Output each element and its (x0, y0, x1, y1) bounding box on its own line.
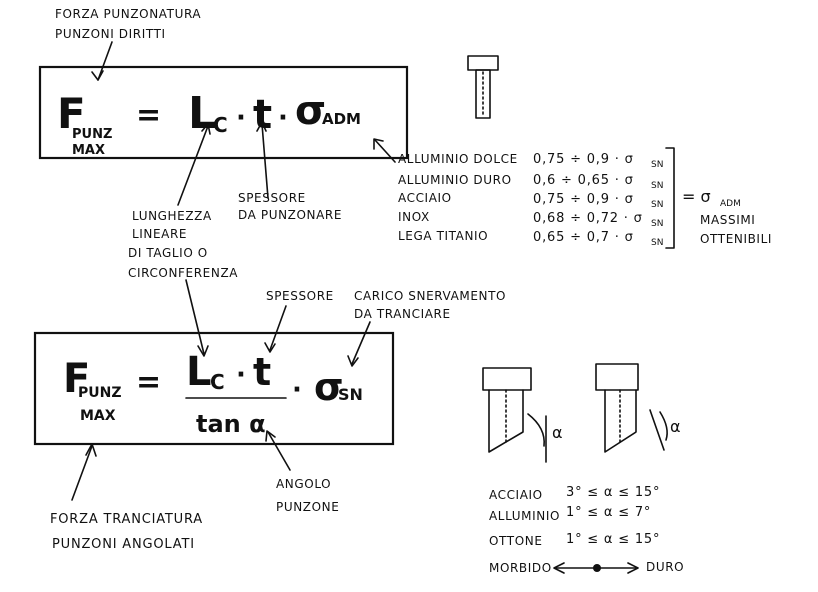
label-length-line2: LINEARE (132, 227, 187, 241)
angled-punch-sketch-2: α (595, 363, 681, 453)
equals-top: = (136, 98, 161, 133)
length-symbol-bottom: L (186, 349, 212, 395)
caption-shearing-line2: PUNZONI ANGOLATI (52, 537, 195, 552)
thickness-symbol-top: t (253, 92, 272, 138)
materials-bracket (665, 147, 675, 249)
hardness-scale: MORBIDO DURO (489, 560, 684, 575)
force-sub-punz-top: PUNZ (72, 127, 112, 142)
label-angle-line1: ANGOLO (276, 477, 331, 491)
material-value: 0,65 ÷ 0,7 · σ (533, 230, 634, 245)
arrow-yield (351, 321, 371, 365)
caption-shearing-line1: FORZA TRANCIATURA (50, 512, 203, 527)
angle-material: ACCIAIO (489, 488, 543, 502)
dot-numerator: · (236, 360, 246, 390)
material-value: 0,6 ÷ 0,65 · σ (533, 173, 634, 188)
arrowhead-yield (347, 355, 359, 367)
angle-range: 1° ≤ α ≤ 7° (566, 505, 651, 520)
arrowhead-thickness-top (256, 121, 267, 132)
arrowhead-caption-top (91, 70, 104, 81)
formula-box-punching (38, 65, 409, 160)
arrowhead-sigma-adm (373, 138, 384, 150)
arrow-length-top (177, 125, 209, 206)
scale-dot (593, 564, 601, 572)
material-value-sub: SN (651, 238, 663, 248)
arrowhead-length-bottom (197, 345, 209, 357)
result-equals-sigma: = σ (682, 187, 711, 206)
dot2-top: · (278, 103, 288, 133)
material-name: ACCIAIO (398, 191, 452, 205)
force-symbol-bottom: F (63, 356, 90, 402)
label-yield-line2: DA TRANCIARE (354, 307, 451, 321)
scale-arrowhead-left (553, 562, 565, 574)
alpha-symbol-2: α (670, 417, 681, 436)
material-value-sub: SN (651, 181, 663, 191)
angle-range: 1° ≤ α ≤ 15° (566, 532, 660, 547)
length-sub-bottom: C (210, 370, 225, 394)
material-value-sub: SN (651, 160, 663, 170)
label-thickness-bottom: SPESSORE (266, 289, 334, 303)
dot-times-sigma: · (292, 375, 302, 405)
label-angle-line2: PUNZONE (276, 500, 339, 514)
material-value: 0,68 ÷ 0,72 · σ (533, 211, 643, 226)
sigma-symbol-bottom: σ (314, 365, 344, 409)
formula-box-shearing (33, 331, 395, 446)
result-note-line2: OTTENIBILI (700, 232, 772, 246)
label-thickness-top-line1: SPESSORE (238, 191, 306, 205)
material-name: ALLUMINIO DURO (398, 173, 512, 187)
arrow-sigma-adm (374, 139, 396, 163)
arrow-angle (267, 431, 291, 471)
scale-label-soft: MORBIDO (489, 561, 552, 575)
arrowhead-caption-bottom (85, 443, 97, 457)
equals-bottom: = (136, 365, 161, 400)
thickness-symbol-bottom: t (253, 350, 271, 394)
sigma-sub-bottom: SN (338, 385, 363, 404)
caption-punching-line2: PUNZONI DIRITTI (55, 27, 166, 41)
arrowhead-thickness-bottom (264, 342, 276, 353)
material-value: 0,75 ÷ 0,9 · σ (533, 152, 634, 167)
label-yield-line1: CARICO SNERVAMENTO (354, 289, 506, 303)
scale-label-hard: DURO (646, 560, 684, 574)
arrowhead-length-top (201, 123, 211, 135)
material-name: ALLUMINIO DOLCE (398, 152, 518, 166)
length-sub-top: C (213, 113, 228, 137)
force-sub-max-bottom: MAX (80, 408, 116, 424)
label-length-line3: DI TAGLIO O (128, 246, 208, 260)
label-length-line4: CIRCONFERENZA (128, 266, 238, 280)
materials-table: ALLUMINIO DOLCE ALLUMINIO DURO ACCIAIO I… (398, 147, 772, 249)
material-value-sub: SN (651, 219, 663, 229)
scale-arrowhead-right (627, 562, 639, 574)
force-sub-max-top: MAX (72, 143, 105, 158)
arrow-caption-bottom (71, 445, 93, 501)
arrow-caption-top (97, 41, 113, 81)
material-value-sub: SN (651, 200, 663, 210)
punch-sketch-straight (467, 55, 499, 119)
denominator-tan-alpha: tan α (196, 410, 266, 438)
caption-punching-line1: FORZA PUNZONATURA (55, 7, 201, 21)
angle-material: OTTONE (489, 534, 543, 548)
sigma-symbol-top: σ (295, 88, 326, 134)
angle-material: ALLUMINIO (489, 509, 560, 523)
sigma-sub-top: ADM (322, 110, 361, 128)
material-value: 0,75 ÷ 0,9 · σ (533, 192, 634, 207)
arrow-thickness-bottom (269, 305, 287, 351)
label-thickness-top-line2: DA PUNZONARE (238, 208, 342, 222)
force-sub-punz-bottom: PUNZ (78, 385, 122, 401)
arrowhead-angle (265, 430, 276, 442)
material-name: INOX (398, 210, 430, 224)
angle-range: 3° ≤ α ≤ 15° (566, 485, 660, 500)
angled-punch-sketch-1: α (482, 367, 563, 463)
angle-ranges: ACCIAIO 3° ≤ α ≤ 15° ALLUMINIO 1° ≤ α ≤ … (489, 485, 660, 548)
dot1-top: · (236, 103, 246, 133)
result-sigma-sub: ADM (720, 199, 741, 209)
material-name: LEGA TITANIO (398, 229, 488, 243)
arrow-thickness-top (261, 123, 269, 199)
force-symbol-top: F (57, 89, 86, 138)
result-note-line1: MASSIMI (700, 213, 755, 227)
alpha-symbol-1: α (552, 423, 563, 442)
label-length-line1: LUNGHEZZA (132, 209, 212, 223)
arrow-length-bottom (185, 279, 205, 355)
